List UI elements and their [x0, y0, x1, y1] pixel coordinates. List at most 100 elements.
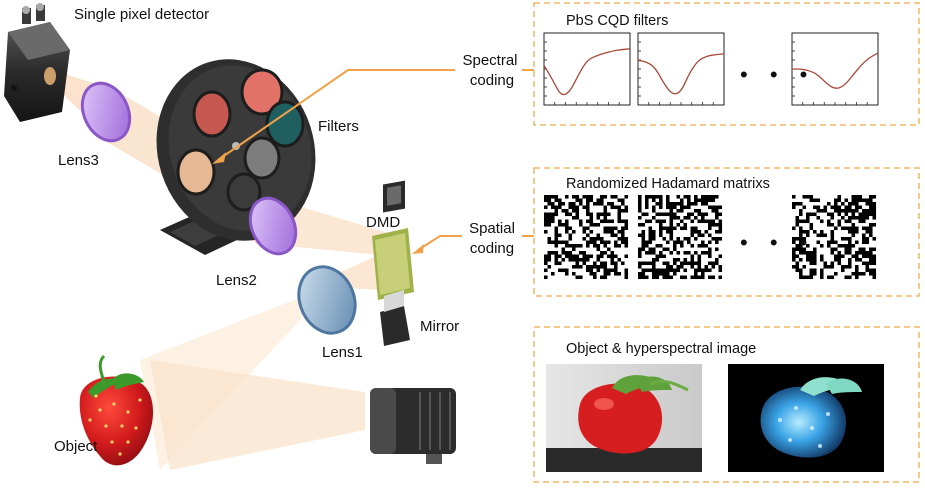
hadamard-cell: [554, 209, 559, 213]
hadamard-cell: [792, 265, 796, 269]
hadamard-cell: [715, 216, 719, 220]
hadamard-cell: [662, 254, 667, 259]
hadamard-cell: [589, 195, 594, 199]
hadamard-cell: [638, 251, 642, 255]
hadamard-cell: [624, 275, 629, 280]
hadamard-cell: [617, 230, 622, 234]
hadamard-cell: [806, 212, 810, 217]
hadamard-cell: [603, 272, 608, 276]
hadamard-cell: [652, 198, 656, 203]
hadamard-cell: [655, 258, 660, 262]
hadamard-cell: [701, 212, 705, 217]
hadamard-cell: [795, 254, 800, 259]
hadamard-cell: [607, 254, 611, 259]
hadamard-cell: [586, 233, 590, 238]
hadamard-cell: [862, 212, 866, 217]
hadamard-cell: [596, 212, 601, 217]
hadamard-cell: [607, 247, 611, 252]
hadamard-cell: [841, 209, 845, 213]
hadamard-cell: [547, 198, 552, 203]
hadamard-cell: [806, 244, 810, 248]
hadamard-cell: [575, 216, 580, 220]
hadamard-cell: [855, 209, 859, 213]
hadamard-cell: [697, 244, 702, 248]
hadamard-cell: [848, 247, 852, 252]
hadamard-cell: [848, 237, 852, 241]
hadamard-cell: [554, 251, 559, 255]
hadamard-cell: [624, 223, 629, 227]
hadamard-cell: [603, 268, 608, 273]
hadamard-cell: [830, 265, 835, 269]
hadamard-cell: [795, 216, 800, 220]
hadamard-cell: [603, 244, 608, 248]
hadamard-cell: [813, 254, 817, 259]
hadamard-cell: [582, 205, 587, 210]
hadamard-cell: [855, 268, 859, 273]
hadamard-cell: [708, 195, 712, 199]
hadamard-cell: [813, 247, 817, 252]
hadamard-cell: [614, 254, 618, 259]
hadamard-cell: [844, 275, 849, 280]
hadamard-cell: [544, 219, 548, 224]
filter-plot-frame: [543, 32, 631, 106]
hadamard-cell: [827, 202, 831, 206]
hadamard-cell: [694, 226, 698, 231]
hadamard-cell: [862, 240, 866, 245]
hadamard-cell: [600, 251, 604, 255]
filter-dark: [226, 172, 262, 212]
hadamard-cell: [680, 261, 684, 266]
hadamard-cell: [792, 237, 796, 241]
hadamard-cell: [614, 233, 618, 238]
camera-lens: [370, 388, 456, 464]
hadamard-cell: [551, 240, 555, 245]
hadamard-cell: [809, 198, 814, 203]
hadamard-cell: [841, 268, 845, 273]
lens2: [248, 196, 298, 256]
hadamard-cell: [621, 240, 625, 245]
hadamard-cell: [701, 272, 705, 276]
hadamard-cell: [554, 198, 559, 203]
hadamard-cell: [638, 202, 642, 206]
hadamard-cell: [655, 195, 660, 199]
hadamard-cell: [813, 198, 817, 203]
hadamard-cell: [568, 205, 573, 210]
hadamard-cell: [589, 268, 594, 273]
hadamard-cell: [547, 251, 552, 255]
hadamard-cell: [792, 240, 796, 245]
hadamard-cell: [687, 198, 691, 203]
hadamard-cell: [565, 223, 569, 227]
hadamard-cell: [659, 219, 663, 224]
hadamard-cell: [820, 268, 824, 273]
hadamard-cell: [813, 230, 817, 234]
hadamard-cell: [610, 251, 615, 255]
hadamard-cell: [862, 254, 866, 259]
hadamard-cell: [872, 216, 877, 220]
hadamard-cell: [662, 247, 667, 252]
hadamard-cell: [600, 237, 604, 241]
hadamard-cell: [575, 209, 580, 213]
hadamard-cell: [575, 258, 580, 262]
hadamard-cell: [806, 195, 810, 199]
hadamard-cell: [816, 205, 821, 210]
hadamard-cell: [718, 230, 723, 234]
hadamard-cell: [837, 195, 842, 199]
hadamard-cell: [565, 212, 569, 217]
hadamard-cell: [820, 272, 824, 276]
hadamard-cell: [662, 212, 667, 217]
hadamard-cell: [593, 244, 597, 248]
hadamard-cell: [834, 198, 838, 203]
hadamard-cell: [834, 240, 838, 245]
hadamard-cell: [575, 254, 580, 259]
hadamard-cell: [708, 226, 712, 231]
hadamard-cell: [844, 198, 849, 203]
hadamard-cell: [855, 230, 859, 234]
hadamard-cell: [659, 226, 663, 231]
hadamard-cell: [593, 265, 597, 269]
hadamard-cell: [683, 205, 688, 210]
hadamard-cell: [593, 223, 597, 227]
spectral-coding-arrow: [212, 69, 455, 164]
hadamard-cell: [795, 219, 800, 224]
hadamard-cell: [544, 275, 548, 280]
hadamard-cell: [823, 205, 828, 210]
hadamard-cell: [683, 268, 688, 273]
